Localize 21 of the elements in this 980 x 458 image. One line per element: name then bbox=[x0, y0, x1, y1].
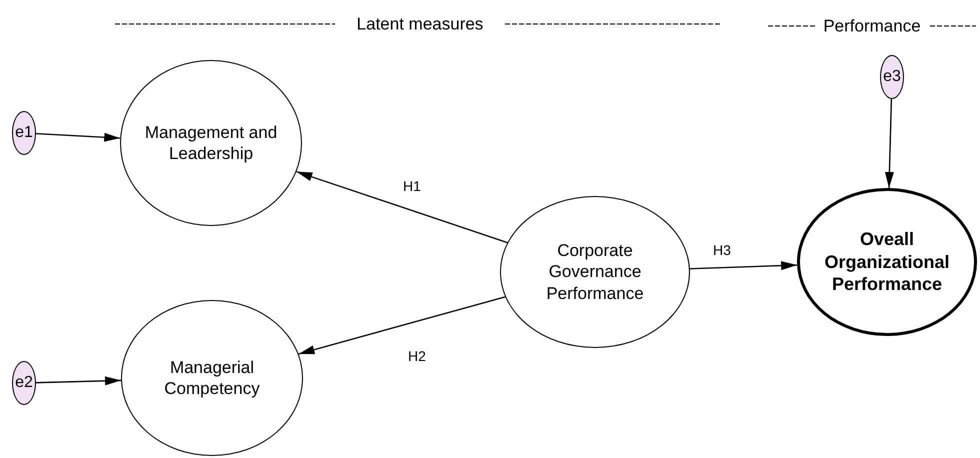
arrow bbox=[690, 260, 798, 270]
section-heading: Performance bbox=[823, 18, 921, 34]
node-label: Management and Leadership bbox=[144, 122, 278, 164]
error-term-ellipse bbox=[880, 55, 904, 99]
node-label: e3 bbox=[883, 67, 901, 87]
node-label: Corporate Governance Performance bbox=[545, 240, 645, 304]
error-term-ellipse bbox=[12, 361, 36, 405]
node-label: Managerial Competency bbox=[163, 356, 261, 400]
error-term-ellipse bbox=[12, 111, 36, 155]
node-label: Oveall Organizational Performance bbox=[823, 228, 950, 296]
node-label: e1 bbox=[15, 123, 33, 143]
arrow bbox=[36, 376, 122, 386]
arrow bbox=[36, 133, 120, 142]
edge-label: H2 bbox=[406, 349, 428, 363]
arrow bbox=[298, 296, 506, 356]
edge-label: H3 bbox=[711, 243, 733, 257]
arrow bbox=[296, 170, 508, 244]
edge-label: H1 bbox=[401, 179, 423, 193]
arrow bbox=[884, 98, 894, 188]
node-label: e2 bbox=[15, 373, 33, 393]
section-heading: Latent measures bbox=[356, 16, 484, 32]
